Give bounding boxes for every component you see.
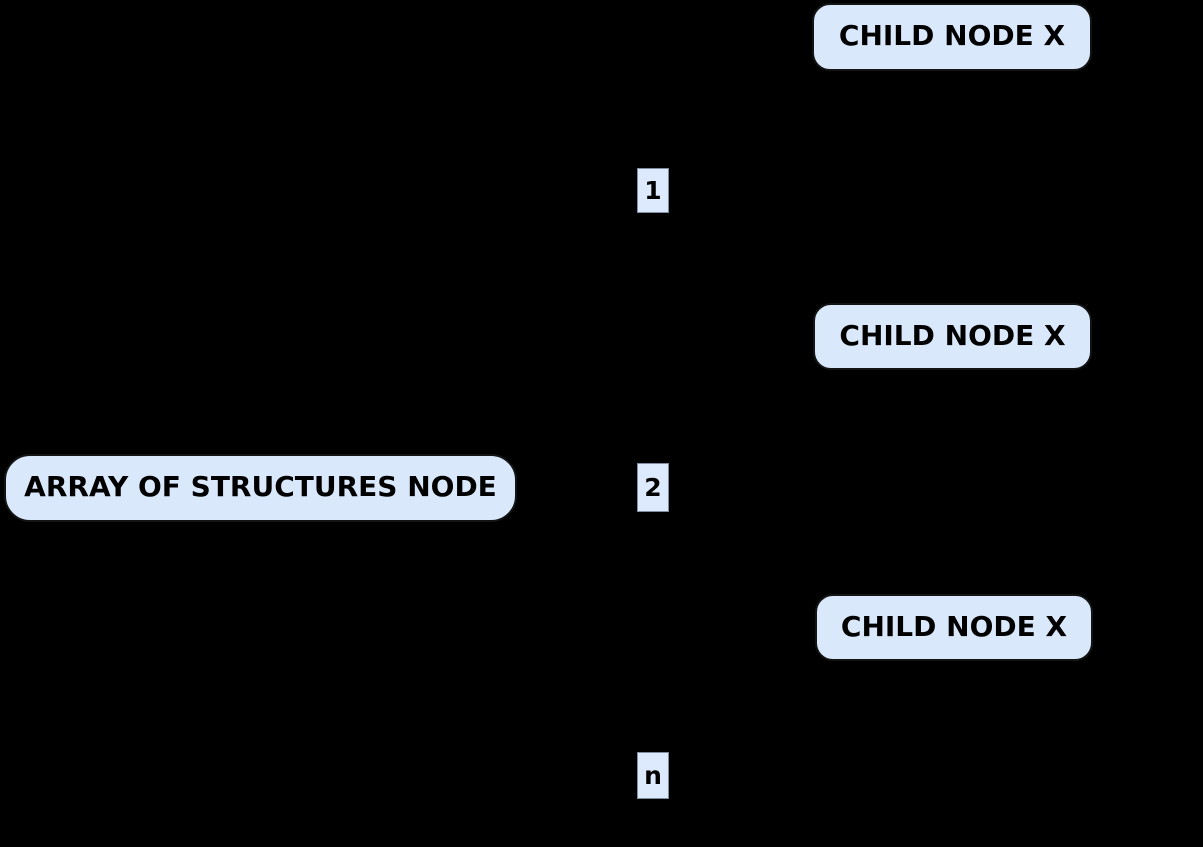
child-node-3-label: CHILD NODE X (840, 609, 1068, 643)
child-node-3: CHILD NODE X (815, 594, 1093, 661)
edge-index-label-1: 1 (637, 168, 669, 213)
child-node-2-label: CHILD NODE X (839, 318, 1066, 352)
edge-index-label-1-text: 1 (644, 176, 662, 205)
edge-index-label-2-text: 2 (644, 473, 662, 502)
child-node-1: CHILD NODE X (812, 3, 1092, 71)
child-node-1-label: CHILD NODE X (838, 19, 1066, 52)
edge-index-label-2: 2 (637, 463, 669, 512)
array-of-structures-node-label: ARRAY OF STRUCTURES NODE (24, 470, 497, 503)
child-node-2: CHILD NODE X (813, 303, 1092, 370)
edge-index-label-n-text: n (644, 761, 662, 790)
edge-index-label-n: n (637, 752, 669, 799)
array-of-structures-node: ARRAY OF STRUCTURES NODE (4, 454, 517, 522)
